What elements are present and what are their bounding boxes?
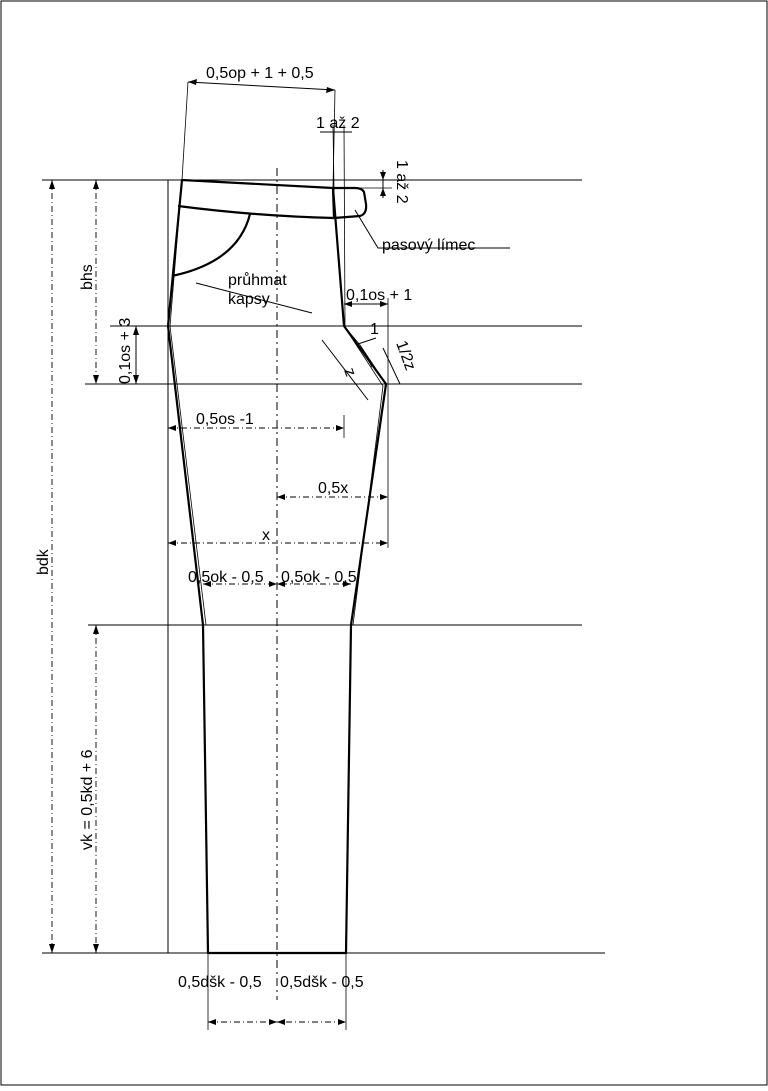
label-knee-height: vk = 0,5kd + 6 bbox=[79, 749, 96, 850]
label-half-z: 1/2z bbox=[392, 339, 418, 373]
label-half-x: 0,5x bbox=[318, 480, 348, 497]
label-knee-right: 0,5ok - 0,5 bbox=[281, 569, 357, 586]
label-knee-left: 0,5ok - 0,5 bbox=[188, 569, 264, 586]
pocket-opening bbox=[171, 213, 252, 278]
dim-top-width bbox=[187, 81, 336, 91]
label-hip-depth: 0,1os + 3 bbox=[117, 318, 134, 384]
label-bhs: bhs bbox=[79, 264, 96, 290]
pattern-inner-outline bbox=[169, 179, 384, 626]
label-front-ext: 0,1os + 1 bbox=[346, 287, 412, 304]
label-half-seat: 0,5os -1 bbox=[196, 411, 254, 428]
waistband-seam bbox=[331, 187, 336, 219]
dim-half-z bbox=[382, 347, 401, 385]
label-hem-left: 0,5dšk - 0,5 bbox=[178, 974, 262, 991]
label-bdk: bdk bbox=[35, 548, 52, 575]
label-hem-right: 0,5dšk - 0,5 bbox=[280, 974, 364, 991]
pocket-leader bbox=[195, 282, 313, 314]
label-overlap: 1 až 2 bbox=[316, 115, 360, 132]
label-pocket-line1: průhmat bbox=[228, 271, 287, 289]
pattern-outline bbox=[166, 178, 388, 955]
label-top-width: 0,5op + 1 + 0,5 bbox=[206, 65, 314, 82]
label-one: 1 bbox=[370, 321, 379, 338]
dim-z bbox=[321, 339, 369, 401]
label-waistband: pasový límec bbox=[382, 237, 475, 254]
waistband bbox=[177, 186, 368, 220]
label-pocket-line2: kapsy bbox=[228, 291, 270, 308]
label-x: x bbox=[262, 527, 270, 544]
waistband-leader bbox=[354, 209, 510, 249]
label-band-height: 1 až 2 bbox=[393, 160, 410, 204]
